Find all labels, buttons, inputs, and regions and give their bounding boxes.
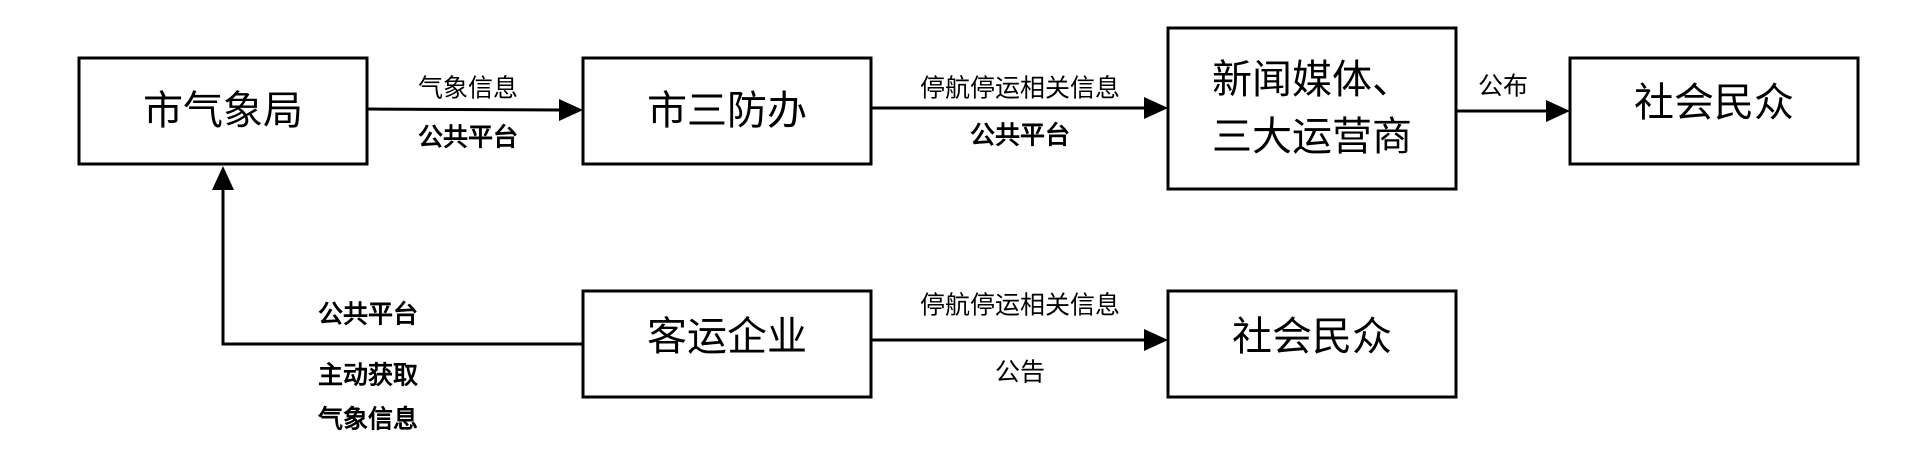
box-public-top: [1568, 56, 1860, 166]
box-three-defense-office-label: 市三防办: [647, 88, 807, 134]
box-public-bottom: [1166, 289, 1458, 399]
label-announcement: 公告: [995, 358, 1045, 387]
label-active-fetch-line1: 主动获取: [318, 361, 418, 390]
box-media-label-line1: 新闻媒体、: [1212, 57, 1412, 103]
arrow-transport-to-weather: [221, 187, 583, 346]
box-weather-bureau-label: 市气象局: [143, 88, 303, 134]
arrow-weather-to-defense: [366, 107, 563, 112]
label-weather-info: 气象信息: [418, 74, 518, 103]
box-public-bottom-label: 社会民众: [1232, 314, 1392, 360]
arrowhead-transport-to-public: [1144, 329, 1168, 351]
box-weather-bureau: [77, 56, 369, 166]
arrowhead-defense-to-media: [1144, 97, 1168, 119]
label-suspension-info-1: 停航停运相关信息: [920, 74, 1120, 103]
box-passenger-transport-label: 客运企业: [647, 314, 807, 360]
box-public-top-label: 社会民众: [1634, 80, 1794, 126]
label-publish: 公布: [1478, 72, 1528, 101]
arrowhead-transport-to-weather: [212, 166, 234, 190]
label-active-fetch-line2: 气象信息: [317, 405, 418, 434]
arrowhead-weather-to-defense: [559, 99, 583, 121]
box-media-operators: [1166, 26, 1458, 191]
box-three-defense-office: [581, 56, 873, 166]
label-suspension-info-2: 停航停运相关信息: [920, 291, 1120, 320]
label-public-platform-2: 公共平台: [970, 121, 1070, 150]
arrowhead-media-to-public: [1546, 100, 1570, 122]
label-public-platform-3: 公共平台: [318, 300, 418, 329]
box-media-label-line2: 三大运营商: [1212, 114, 1412, 160]
label-public-platform-1: 公共平台: [418, 123, 518, 152]
box-passenger-transport: [581, 289, 873, 399]
